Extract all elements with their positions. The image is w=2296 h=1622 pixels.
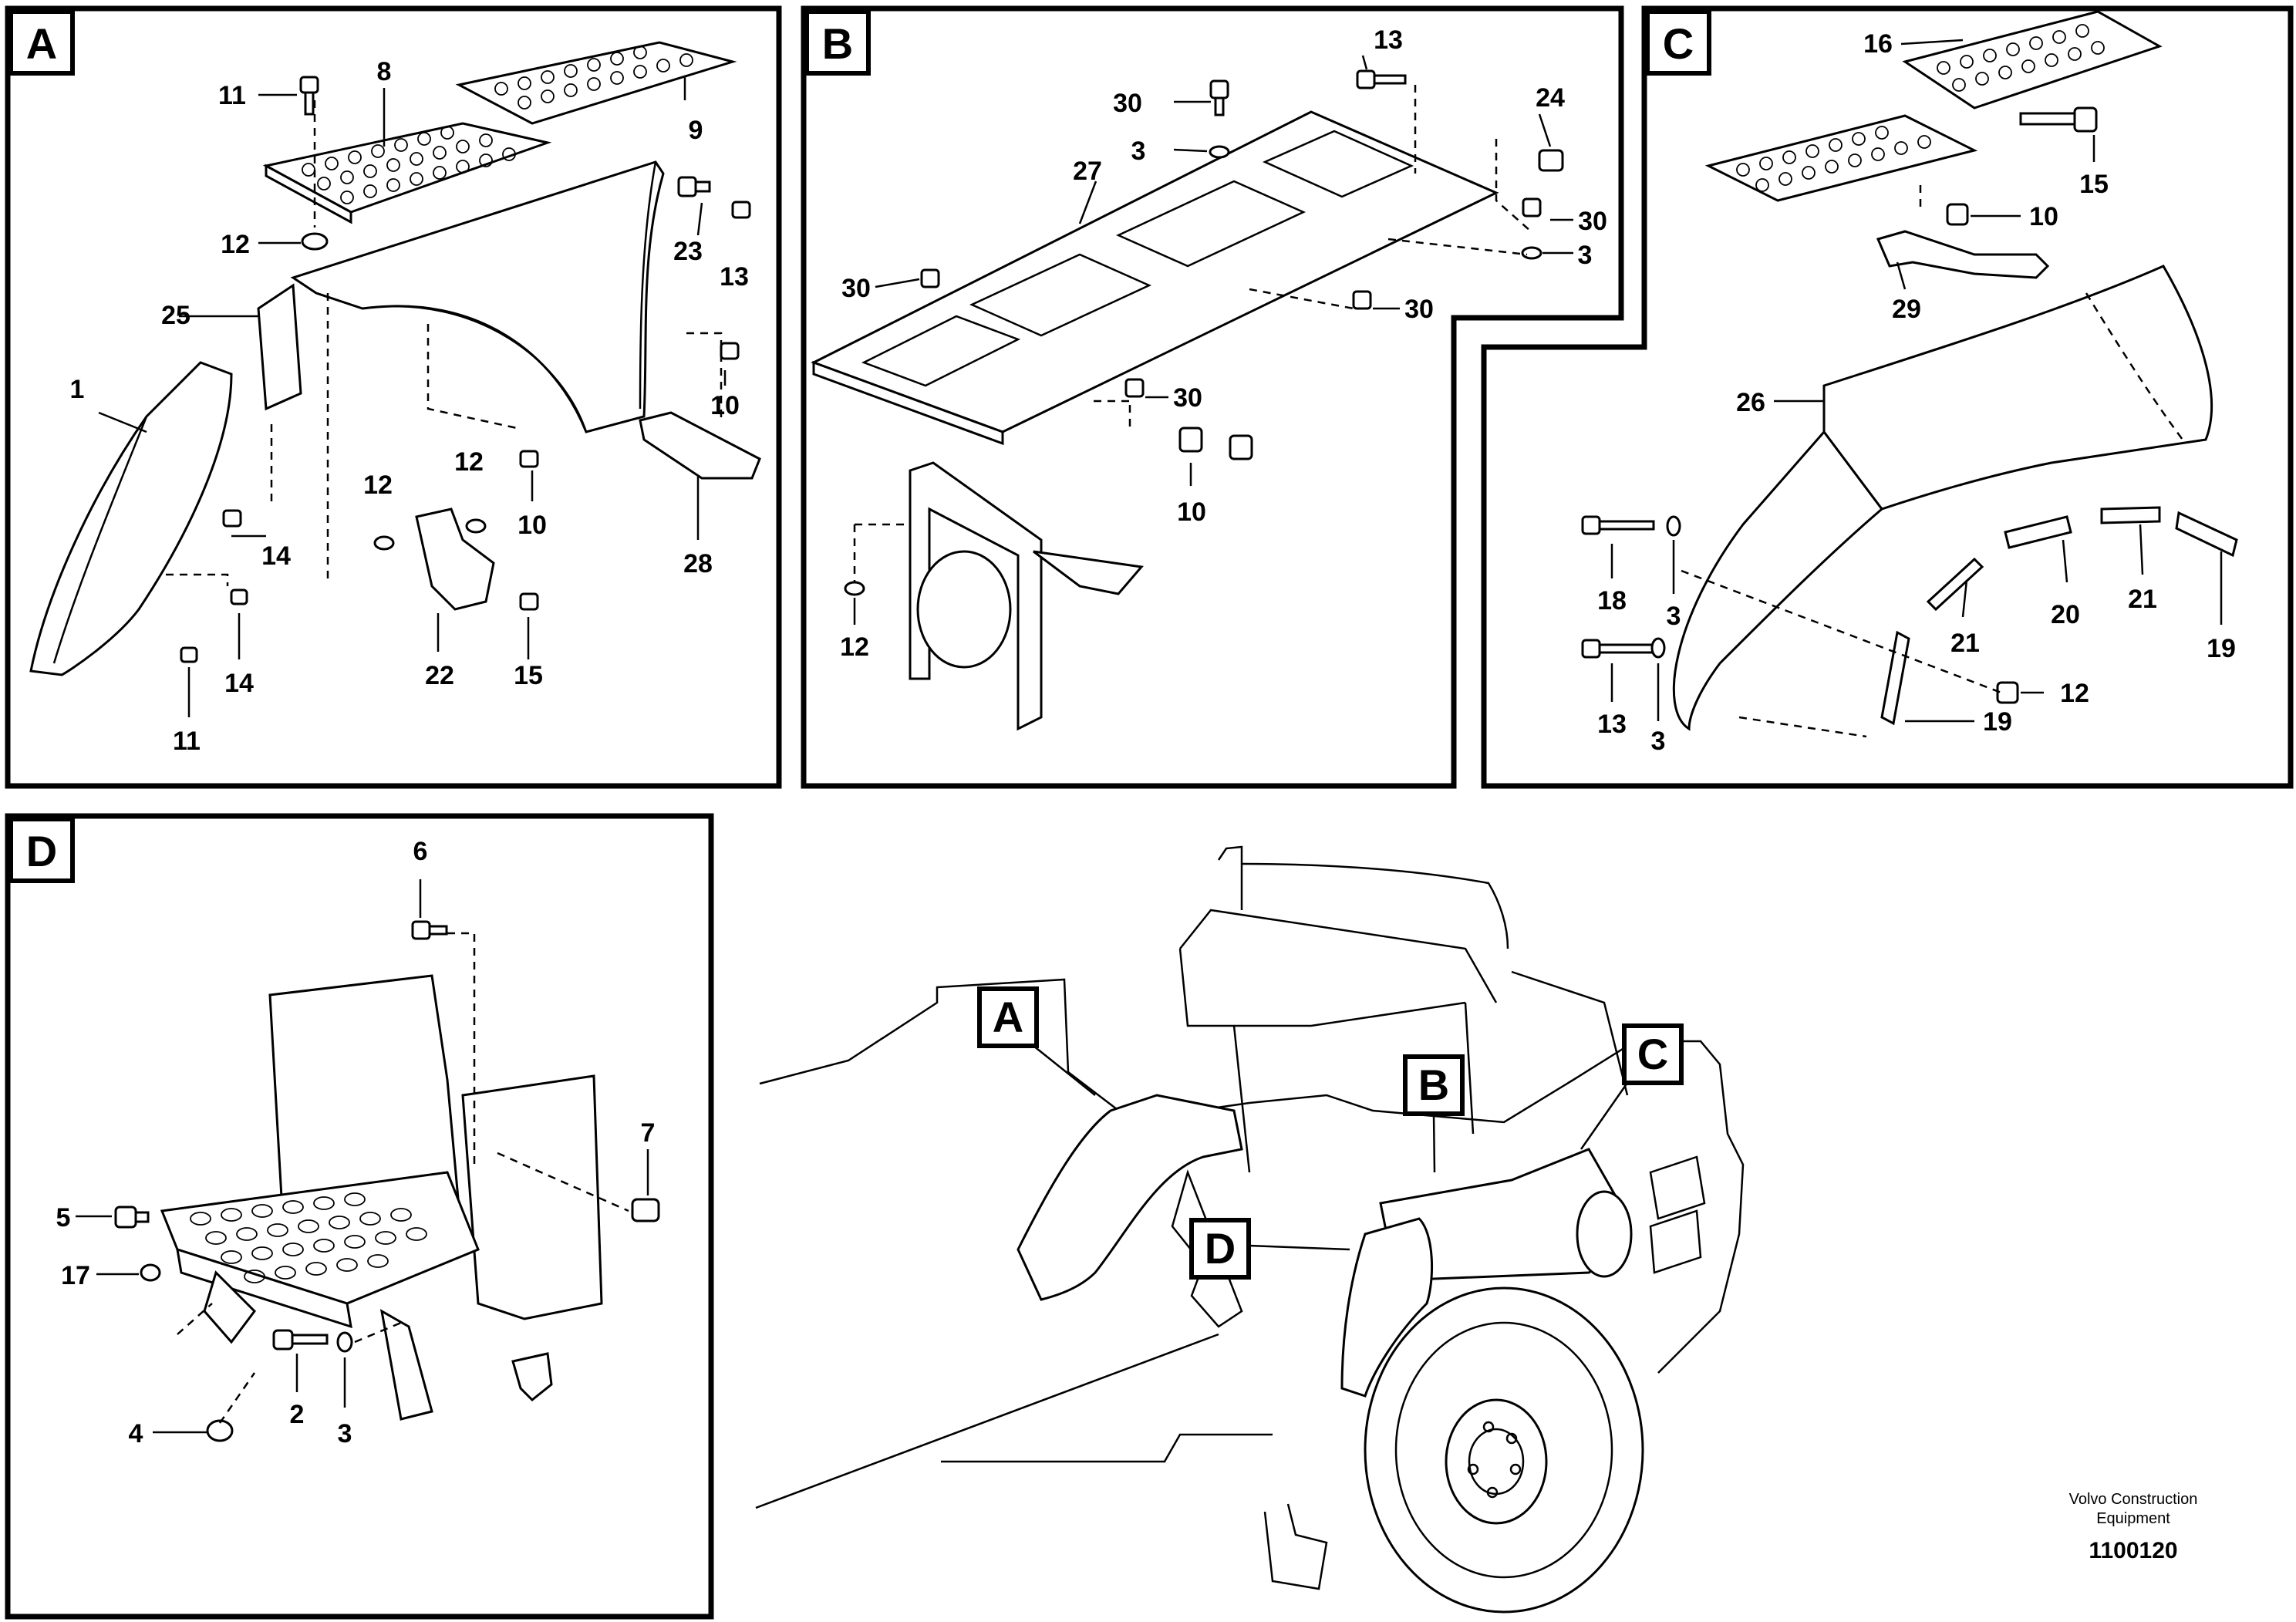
fasteners-a [180,76,751,663]
step-assembly [160,974,603,1421]
callout-c-12: 12 [2060,679,2089,708]
callout-a-23: 23 [673,237,703,266]
fasteners-c [1581,106,2098,704]
callout-c-19-right: 19 [2207,634,2236,663]
callout-c-29: 29 [1892,295,1921,324]
callout-b-30-right: 30 [1578,207,1607,236]
callout-a-14-left: 14 [261,541,291,571]
overview-callout-d: D [1189,1218,1350,1280]
panel-d-letter: D [26,827,57,875]
callout-a-11-lower: 11 [173,727,201,756]
fender-25 [257,160,665,433]
fasteners-d [114,920,660,1442]
callout-c-3-upper: 3 [1667,602,1681,631]
callout-c-21-right: 21 [2128,585,2157,614]
svg-text:B: B [1418,1061,1449,1109]
callout-a-10-lower: 10 [518,511,547,540]
callout-d-5: 5 [56,1203,71,1233]
panel-a-letter: A [26,19,57,68]
brand-line-1: Volvo Construction [2069,1491,2198,1508]
callout-c-21-left: 21 [1950,629,1980,658]
callout-a-13: 13 [720,262,749,292]
fasteners-b [844,69,1564,596]
bracket-22 [415,508,495,611]
pipe-bracket [909,461,1144,731]
callout-c-15: 15 [2079,170,2109,199]
callout-b-13: 13 [1374,25,1403,55]
callout-a-1: 1 [70,375,85,404]
svg-text:D: D [1205,1224,1236,1273]
callout-b-30-left: 30 [841,274,871,303]
overview-callout-a: A [977,986,1096,1096]
callout-c-20: 20 [2051,600,2080,629]
callout-a-12-lower-right: 12 [454,447,484,477]
fender-26 [1672,265,2213,731]
callout-b-10: 10 [1177,497,1206,527]
bracket-28 [639,411,761,480]
step-grate-16 [1704,10,2163,202]
callout-b-27: 27 [1073,157,1102,186]
callout-c-10: 10 [2029,202,2058,231]
callout-c-26: 26 [1736,388,1765,417]
panel-a: A [5,5,782,789]
panel-b-letter: B [822,19,853,68]
callout-c-13: 13 [1597,710,1627,739]
footer: Volvo Construction Equipment 1100120 [2069,1491,2198,1563]
machine-overview: A B C D [755,845,1745,1614]
callout-b-3-right: 3 [1578,241,1593,270]
callout-b-3-top: 3 [1131,137,1146,166]
callout-d-2: 2 [290,1400,305,1429]
callout-b-24: 24 [1536,83,1565,113]
callout-a-10: 10 [710,391,740,420]
callout-a-28: 28 [683,549,713,578]
svg-text:A: A [993,993,1023,1041]
callout-d-4: 4 [129,1419,143,1448]
fender-1 [29,361,233,676]
callout-a-11: 11 [218,81,246,110]
callout-a-14-lower: 14 [224,669,254,698]
callout-b-12: 12 [840,632,869,662]
callout-a-25: 25 [161,301,190,330]
panel-c: C [1481,5,2294,789]
callout-c-3-lower: 3 [1651,727,1666,756]
document-number: 1100120 [2089,1538,2177,1563]
bracket-29 [1876,230,2050,279]
callout-a-22: 22 [425,661,454,690]
panel-c-letter: C [1663,19,1694,68]
svg-text:C: C [1637,1030,1668,1078]
overview-callout-c: C [1580,1023,1684,1150]
callout-c-19-lower: 19 [1983,707,2012,737]
callout-d-17: 17 [61,1261,90,1290]
step-grate-8 [262,122,552,224]
callout-d-3: 3 [338,1419,352,1448]
callout-a-12-lower-left: 12 [363,470,393,500]
step-grate-9 [455,41,737,125]
callout-a-12: 12 [221,230,250,259]
callout-a-15: 15 [514,661,543,690]
callout-b-30-center: 30 [1173,383,1202,413]
callout-a-9: 9 [689,116,703,145]
overview-callout-b: B [1403,1054,1465,1173]
callout-b-30-mid-right: 30 [1404,295,1434,324]
callout-d-7: 7 [641,1118,656,1148]
frame-27 [811,110,1499,446]
panel-b: B [801,5,1624,789]
callout-a-8: 8 [377,57,392,86]
callout-b-30-top: 30 [1113,89,1142,118]
callout-c-18: 18 [1597,586,1627,615]
brand-line-2: Equipment [2096,1510,2170,1527]
callout-d-6: 6 [413,837,428,866]
callout-c-16: 16 [1863,29,1893,59]
panel-d: D [5,813,714,1620]
